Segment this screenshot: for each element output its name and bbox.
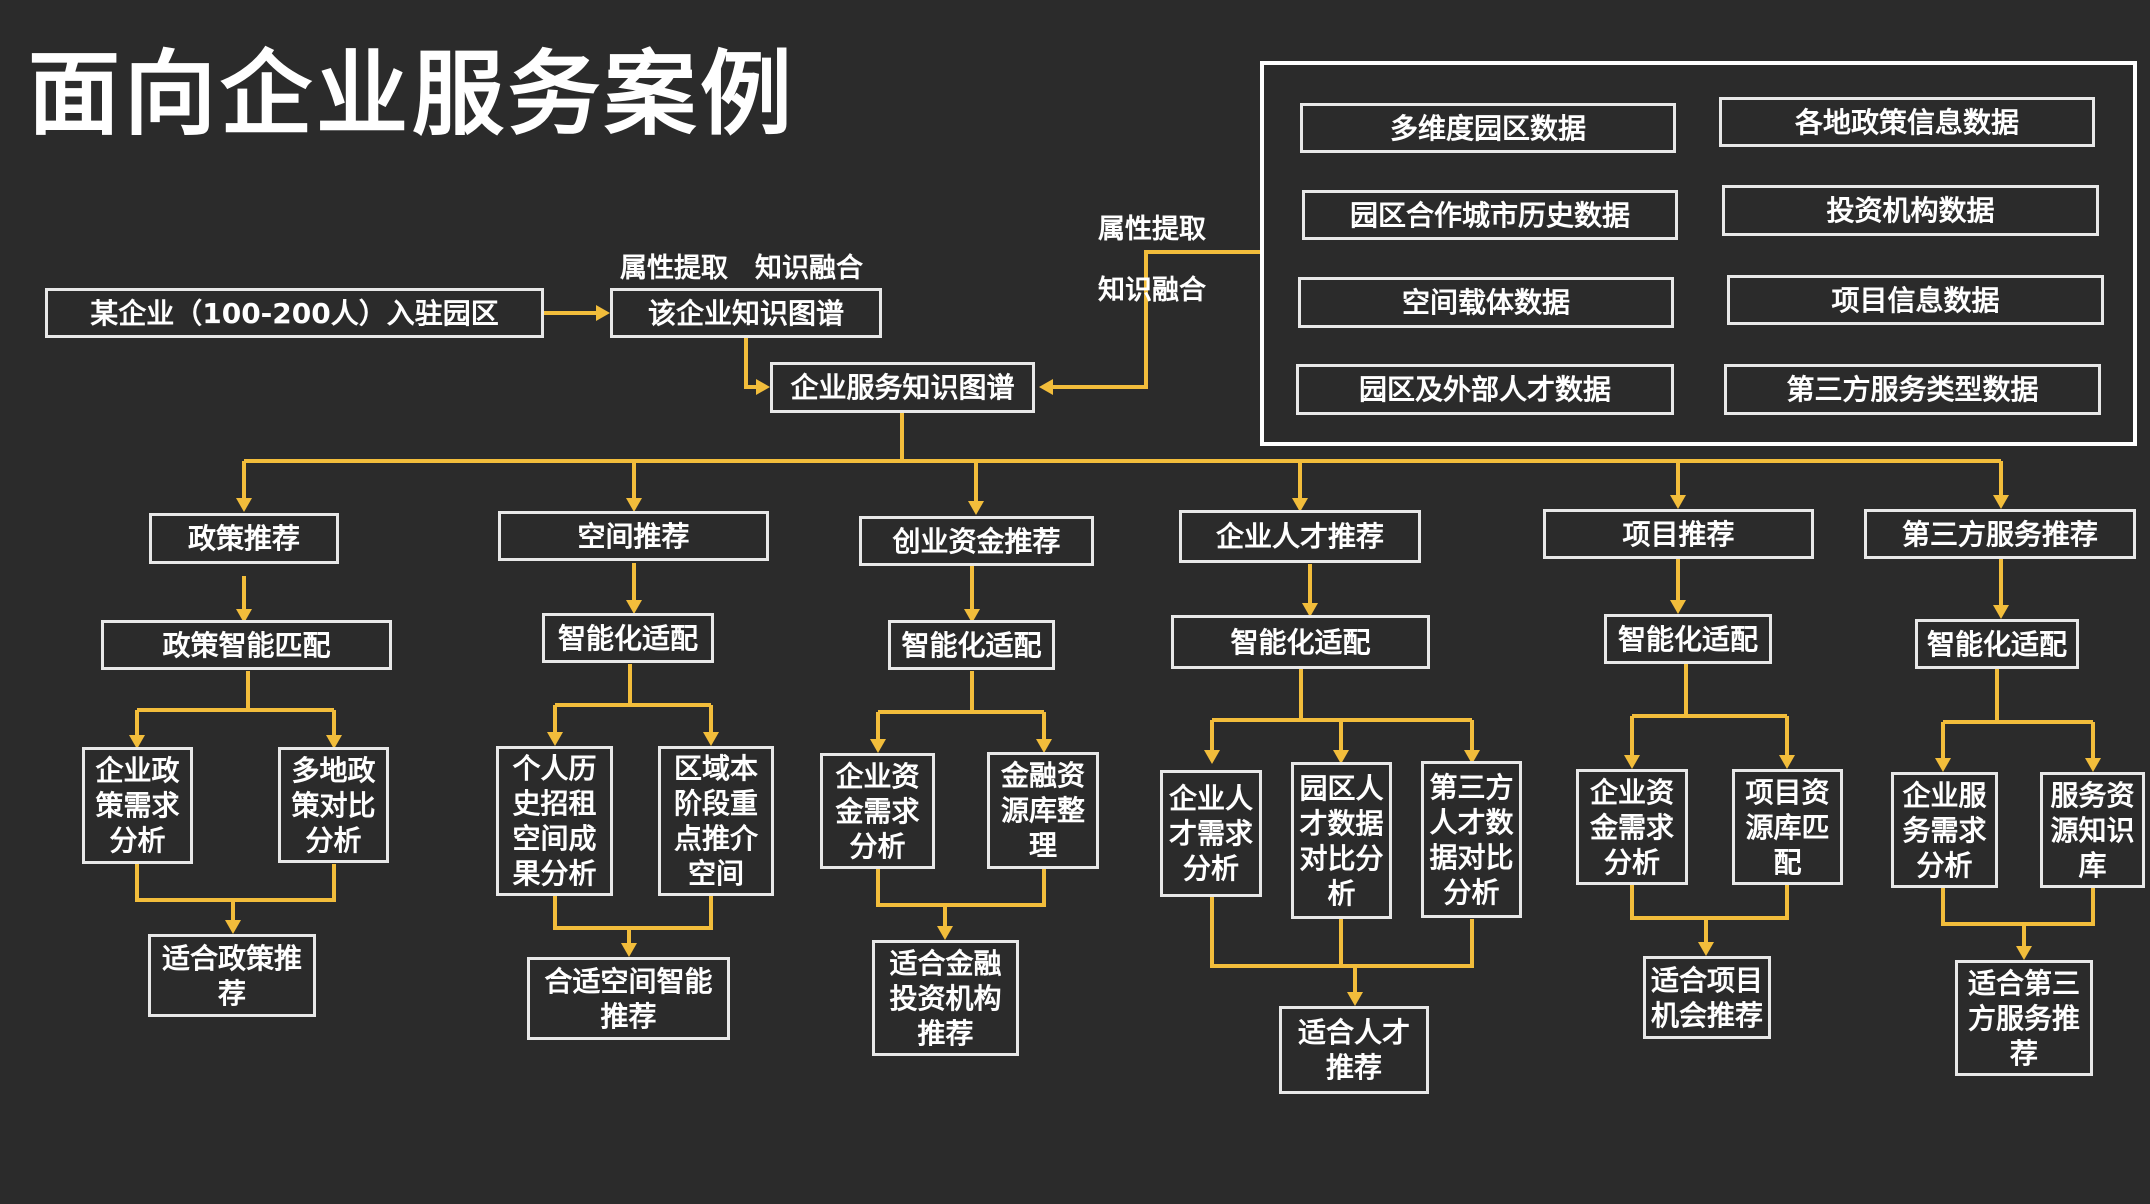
knowledge-fusion-label-right: 知识融合 bbox=[1098, 275, 1206, 306]
arrow-head bbox=[1292, 498, 1308, 512]
branch-policy-recommend: 政策推荐 bbox=[149, 513, 339, 564]
branch-funding-analysis-2: 金融资 源库整 理 bbox=[987, 752, 1099, 869]
arrow-head bbox=[626, 600, 642, 614]
branch-space-match: 智能化适配 bbox=[542, 613, 714, 663]
arrow-head bbox=[1464, 750, 1480, 764]
source-space-carrier-data: 空间载体数据 bbox=[1298, 277, 1674, 328]
arrow-head bbox=[1204, 750, 1220, 764]
source-project-data: 项目信息数据 bbox=[1727, 275, 2104, 325]
branch-funding-recommend: 创业资金推荐 bbox=[859, 516, 1094, 566]
branch-policy-result: 适合政策推 荐 bbox=[148, 934, 316, 1017]
wire-b2-join bbox=[553, 896, 713, 946]
arrow-head bbox=[703, 732, 719, 746]
branch-third-party-analysis-1: 企业服 务需求 分析 bbox=[1891, 772, 1998, 888]
arrow-head bbox=[2085, 758, 2101, 772]
arrow-head bbox=[1036, 739, 1052, 753]
branch-third-party-recommend: 第三方服务推荐 bbox=[1864, 509, 2136, 559]
arrow-head bbox=[1302, 603, 1318, 617]
branch-project-match: 智能化适配 bbox=[1604, 614, 1772, 664]
branch-space-recommend: 空间推荐 bbox=[498, 511, 769, 561]
arrow-head bbox=[326, 735, 342, 749]
arrow-head bbox=[2016, 946, 2032, 960]
service-kg-box: 企业服务知识图谱 bbox=[770, 362, 1035, 413]
wire-b1-split bbox=[135, 671, 336, 737]
branch-talent-analysis-2: 园区人 才数据 对比分 析 bbox=[1291, 762, 1392, 919]
arrow-head bbox=[1935, 758, 1951, 772]
branch-third-party-result: 适合第三 方服务推 荐 bbox=[1955, 960, 2093, 1076]
branch-third-party-analysis-2: 服务资 源知识 库 bbox=[2040, 772, 2145, 888]
arrow-head bbox=[1779, 755, 1795, 769]
wire-b1-join bbox=[135, 864, 336, 922]
branch-space-result: 合适空间智能 推荐 bbox=[527, 957, 730, 1040]
source-third-party-data: 第三方服务类型数据 bbox=[1724, 364, 2101, 415]
attribute-extraction-label: 属性提取 bbox=[620, 253, 728, 284]
branch-policy-analysis-1: 企业政 策需求 分析 bbox=[82, 747, 193, 864]
arrow-head bbox=[236, 498, 252, 512]
arrow-head bbox=[621, 943, 637, 957]
wire-kg-to-service bbox=[744, 337, 757, 389]
wire-b3-split bbox=[876, 671, 1046, 741]
branch-policy-match: 政策智能匹配 bbox=[101, 620, 392, 670]
arrow-head bbox=[225, 920, 241, 934]
arrow-head bbox=[1993, 495, 2009, 509]
source-policy-data: 各地政策信息数据 bbox=[1719, 97, 2095, 147]
enterprise-entry-box: 某企业（100-200人）入驻园区 bbox=[45, 288, 544, 338]
branch-talent-result: 适合人才 推荐 bbox=[1279, 1006, 1429, 1094]
branch-funding-match: 智能化适配 bbox=[888, 620, 1055, 670]
branch-talent-recommend: 企业人才推荐 bbox=[1179, 510, 1421, 563]
wire-b6-split bbox=[1941, 669, 2095, 760]
branch-project-analysis-1: 企业资 金需求 分析 bbox=[1576, 769, 1688, 885]
arrow-head bbox=[756, 379, 770, 395]
arrow-head bbox=[1698, 942, 1714, 956]
branch-project-analysis-2: 项目资 源库匹 配 bbox=[1732, 769, 1843, 885]
source-park-city-history-data: 园区合作城市历史数据 bbox=[1302, 190, 1678, 240]
branch-talent-analysis-3: 第三方 人才数 据对比 分析 bbox=[1421, 761, 1522, 918]
wire-b4-split bbox=[1210, 669, 1474, 752]
page-title: 面向企业服务案例 bbox=[28, 41, 797, 148]
enterprise-kg-box: 该企业知识图谱 bbox=[610, 288, 882, 338]
arrow-head bbox=[626, 498, 642, 512]
branch-talent-analysis-1: 企业人 才需求 分析 bbox=[1160, 770, 1262, 897]
wire-b5-join bbox=[1630, 885, 1789, 944]
wire-b6-join bbox=[1941, 888, 2095, 948]
branch-space-analysis-1: 个人历 史招租 空间成 果分析 bbox=[496, 746, 613, 896]
arrow-head bbox=[547, 732, 563, 746]
arrow-head bbox=[596, 305, 610, 321]
wire-sources-to-service bbox=[1052, 250, 1260, 389]
wire-b3-join bbox=[876, 869, 1046, 928]
arrow-head bbox=[236, 609, 252, 623]
branch-policy-analysis-2: 多地政 策对比 分析 bbox=[278, 747, 389, 863]
arrow-head bbox=[870, 739, 886, 753]
branch-project-result: 适合项目 机会推荐 bbox=[1643, 956, 1771, 1039]
arrow-head bbox=[1347, 992, 1363, 1006]
source-investor-data: 投资机构数据 bbox=[1722, 185, 2099, 236]
attribute-extraction-label-right: 属性提取 bbox=[1098, 214, 1206, 245]
arrow-head bbox=[1333, 750, 1349, 764]
data-sources-frame bbox=[1260, 61, 2137, 446]
arrow-head bbox=[1670, 495, 1686, 509]
wire-b5-split bbox=[1630, 664, 1789, 757]
source-talent-data: 园区及外部人才数据 bbox=[1296, 364, 1674, 415]
arrow-head bbox=[1993, 605, 2009, 619]
branch-funding-result: 适合金融 投资机构 推荐 bbox=[872, 940, 1019, 1056]
knowledge-fusion-label: 知识融合 bbox=[755, 253, 863, 284]
wire-b4-join bbox=[1210, 896, 1474, 994]
branch-funding-analysis-1: 企业资 金需求 分析 bbox=[820, 753, 935, 869]
arrow-head bbox=[1039, 379, 1053, 395]
arrow-head bbox=[937, 926, 953, 940]
arrow-head bbox=[1624, 755, 1640, 769]
arrow-head bbox=[1670, 600, 1686, 614]
source-multi-park-data: 多维度园区数据 bbox=[1300, 103, 1676, 153]
wire-b2-split bbox=[553, 664, 713, 734]
branch-talent-match: 智能化适配 bbox=[1171, 615, 1430, 669]
arrow-head bbox=[964, 609, 980, 623]
branch-third-party-match: 智能化适配 bbox=[1915, 619, 2079, 669]
arrow-head bbox=[129, 735, 145, 749]
branch-space-analysis-2: 区域本 阶段重 点推介 空间 bbox=[658, 746, 774, 896]
branch-project-recommend: 项目推荐 bbox=[1543, 509, 1814, 559]
arrow-head bbox=[968, 501, 984, 515]
